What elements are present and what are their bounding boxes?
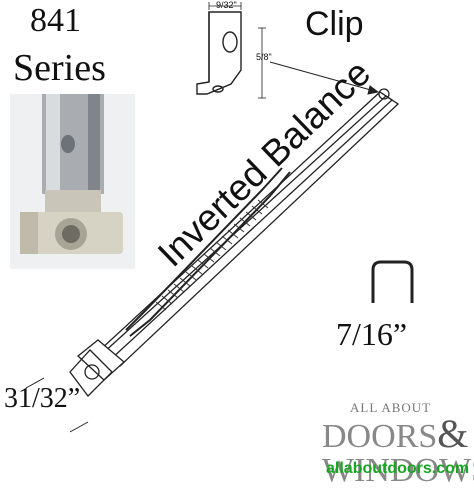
clip-width-dimension: 9/32" xyxy=(216,0,237,10)
logo-ampersand: & xyxy=(437,411,469,456)
clip-drawing xyxy=(196,11,242,95)
series-label: Series xyxy=(13,47,106,89)
clip-height-dimension: 5/8" xyxy=(256,52,272,62)
channel-size-label: 7/16” xyxy=(336,316,408,352)
logo-url: allaboutdoors.com xyxy=(326,460,470,477)
balance-photo-illustration xyxy=(10,94,135,269)
end-width-marks xyxy=(25,377,89,433)
clip-dimensions xyxy=(208,2,266,99)
channel-profile-drawing xyxy=(371,260,414,303)
end-width-label: 31/32” xyxy=(4,383,81,414)
balance-body xyxy=(69,88,400,397)
balance-photo xyxy=(10,94,135,269)
series-number: 841 xyxy=(30,2,81,39)
logo-top-line: ALL ABOUT xyxy=(350,400,432,415)
clip-label: Clip xyxy=(305,5,364,43)
clip-arrow xyxy=(269,61,380,95)
logo-doors: DOORS xyxy=(322,418,438,455)
